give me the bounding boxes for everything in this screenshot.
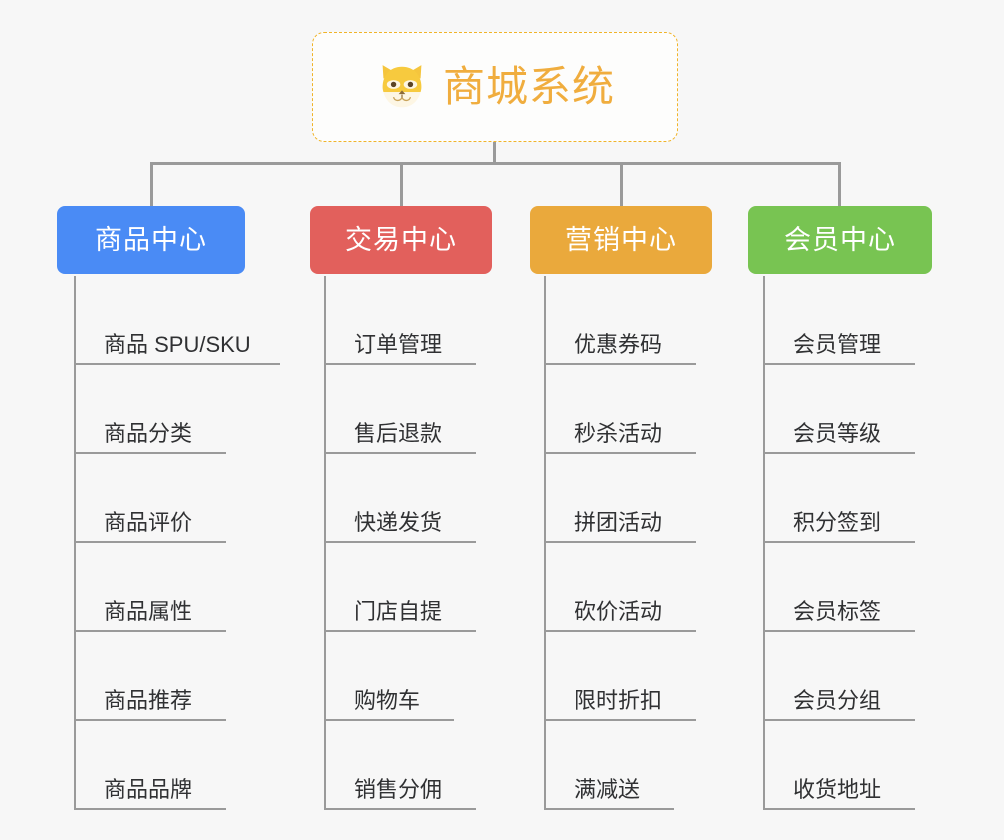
shiba-dog-icon	[375, 60, 429, 114]
root-node[interactable]: 商城系统	[312, 32, 678, 142]
leaf-item-label: 拼团活动	[574, 510, 663, 535]
leaf-item-label: 积分签到	[793, 510, 882, 535]
leaf-item-label: 商品品牌	[104, 777, 193, 802]
leaf-item-underline	[324, 630, 476, 632]
leaf-item-underline	[763, 541, 915, 543]
leaf-item-label: 商品属性	[104, 599, 193, 624]
leaf-item-label: 商品推荐	[104, 688, 193, 713]
category-label: 营销中心	[565, 224, 677, 255]
leaf-item-underline	[74, 452, 226, 454]
leaf-item-label: 商品分类	[104, 421, 193, 446]
leaf-item-label: 门店自提	[354, 599, 443, 624]
leaf-item-underline	[74, 363, 280, 365]
branch-trunk	[324, 276, 326, 810]
leaf-item-label: 商品评价	[104, 510, 193, 535]
root-title: 商城系统	[442, 63, 615, 110]
leaf-item-underline	[544, 541, 696, 543]
leaf-item-underline	[74, 541, 226, 543]
category-box-4[interactable]: 会员中心	[748, 206, 932, 274]
leaf-item-label: 限时折扣	[574, 688, 663, 713]
branch-trunk	[74, 276, 76, 810]
leaf-item-underline	[763, 452, 915, 454]
leaf-item-underline	[324, 808, 476, 810]
leaf-item-label: 销售分佣	[354, 777, 443, 802]
branch-trunk	[544, 276, 546, 810]
leaf-item-underline	[763, 363, 915, 365]
leaf-item-underline	[74, 808, 226, 810]
leaf-item-underline	[763, 630, 915, 632]
leaf-item-label: 购物车	[354, 688, 421, 713]
category-label: 交易中心	[345, 224, 457, 255]
leaf-item-label: 秒杀活动	[574, 421, 663, 446]
connector-drop-1	[150, 162, 153, 206]
branch-trunk	[763, 276, 765, 810]
category-box-3[interactable]: 营销中心	[530, 206, 712, 274]
leaf-item-underline	[544, 808, 674, 810]
leaf-item-underline	[74, 630, 226, 632]
leaf-item-label: 砍价活动	[574, 599, 663, 624]
leaf-item-label: 优惠券码	[574, 332, 663, 357]
leaf-item-label: 满减送	[574, 777, 641, 802]
leaf-item-label: 会员等级	[793, 421, 882, 446]
leaf-item-label: 售后退款	[354, 421, 443, 446]
category-label: 会员中心	[784, 224, 896, 255]
leaf-item-underline	[544, 363, 696, 365]
leaf-item-underline	[763, 808, 915, 810]
leaf-item-label: 订单管理	[354, 332, 443, 357]
leaf-item-underline	[544, 630, 696, 632]
connector-drop-4	[838, 162, 841, 206]
leaf-item-underline	[324, 452, 476, 454]
connector-drop-3	[620, 162, 623, 206]
leaf-item-underline	[74, 719, 226, 721]
leaf-item-underline	[544, 719, 696, 721]
leaf-item-label: 快递发货	[354, 510, 443, 535]
connector-root-stem	[493, 142, 496, 164]
connector-drop-2	[400, 162, 403, 206]
leaf-item-label: 会员标签	[793, 599, 882, 624]
leaf-item-label: 会员管理	[793, 332, 882, 357]
leaf-item-label: 会员分组	[793, 688, 882, 713]
leaf-item-label: 收货地址	[793, 777, 882, 802]
leaf-item-underline	[324, 541, 476, 543]
category-label: 商品中心	[95, 224, 207, 255]
leaf-item-underline	[763, 719, 915, 721]
leaf-item-underline	[324, 363, 476, 365]
connector-horizontal-bus	[150, 162, 841, 165]
leaf-item-label: 商品 SPU/SKU	[104, 332, 251, 357]
leaf-item-underline	[544, 452, 696, 454]
leaf-item-underline	[324, 719, 454, 721]
category-box-1[interactable]: 商品中心	[57, 206, 245, 274]
category-box-2[interactable]: 交易中心	[310, 206, 492, 274]
